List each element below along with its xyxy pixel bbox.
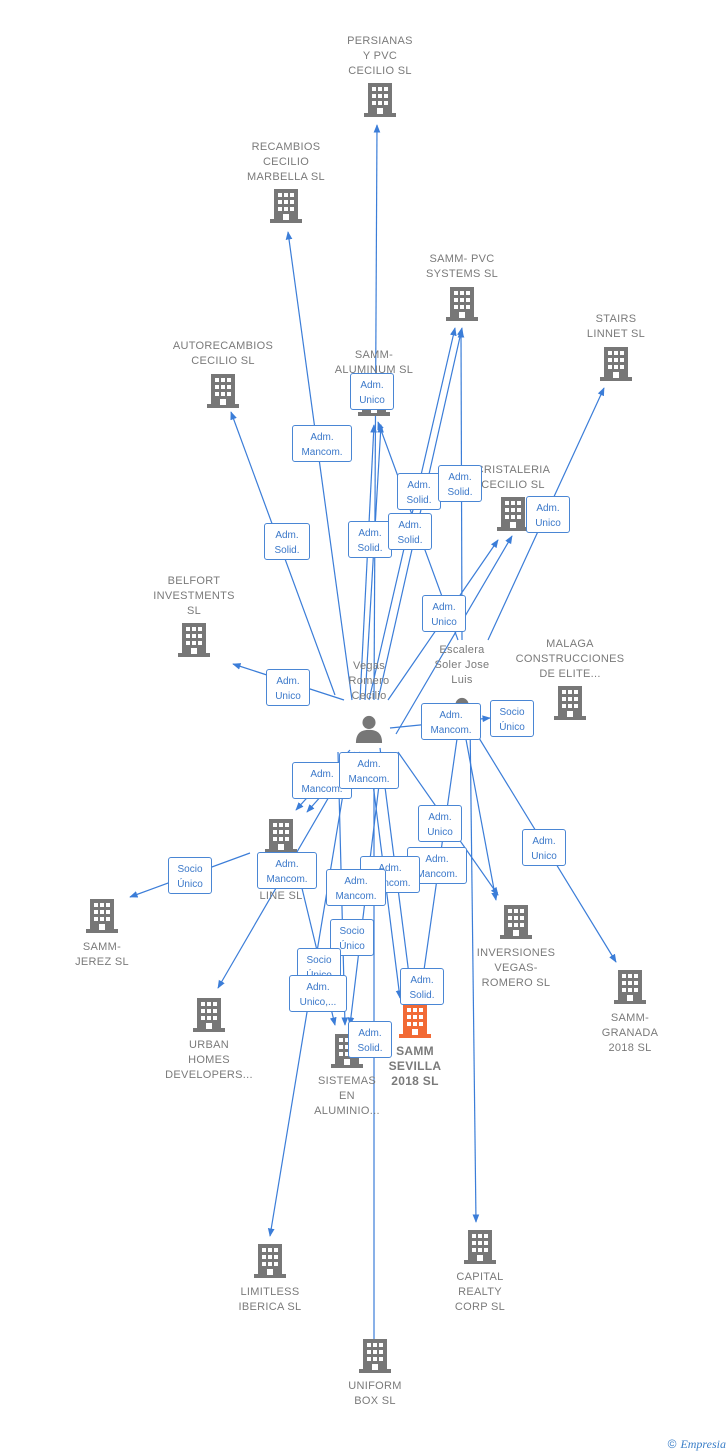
company-label-urban[interactable]: URBAN HOMES DEVELOPERS... (165, 1039, 253, 1081)
edge-role-label[interactable]: Adm. Mancom. (292, 425, 352, 462)
company-label-samm_sevilla[interactable]: SAMM SEVILLA 2018 SL (388, 1044, 442, 1088)
company-label-malaga[interactable]: MALAGA CONSTRUCCIONES DE ELITE... (515, 638, 625, 680)
person-icon[interactable] (355, 715, 383, 743)
company-label-belfort[interactable]: BELFORT INVESTMENTS SL (153, 575, 235, 617)
building-icon[interactable] (497, 497, 529, 531)
building-icon[interactable] (86, 899, 118, 933)
company-label-sistemas[interactable]: SISTEMAS EN ALUMINIO... (314, 1075, 380, 1117)
edge-role-label[interactable]: Adm. Unico (422, 595, 466, 632)
building-icon[interactable] (270, 189, 302, 223)
building-icon[interactable] (464, 1230, 496, 1264)
edge-role-label[interactable]: Adm. Solid. (438, 465, 482, 502)
edge-role-label[interactable]: Socio Único (168, 857, 212, 894)
building-icon[interactable] (359, 1339, 391, 1373)
relation-edge (364, 424, 384, 701)
company-label-autorecambios[interactable]: AUTORECAMBIOS CECILIO SL (172, 340, 274, 367)
edge-role-label[interactable]: Adm. Solid. (348, 521, 392, 558)
person-label-escalera[interactable]: Escalera Soler Jose Luis (434, 644, 490, 686)
copyright-symbol: © (667, 1437, 677, 1451)
company-label-persianas[interactable]: PERSIANAS Y PVC CECILIO SL (347, 35, 413, 77)
building-icon[interactable] (446, 287, 478, 321)
company-label-samm_pvc[interactable]: SAMM- PVC SYSTEMS SL (425, 253, 499, 280)
building-icon[interactable] (614, 970, 646, 1004)
edge-role-label[interactable]: Adm. Unico (418, 805, 462, 842)
company-label-inversiones[interactable]: INVERSIONES VEGAS- ROMERO SL (476, 947, 556, 989)
relation-edge (359, 424, 377, 701)
building-icon[interactable] (554, 686, 586, 720)
edge-role-label[interactable]: Adm. Mancom. (257, 852, 317, 889)
relation-edge (461, 717, 498, 901)
relation-edge (395, 535, 513, 735)
company-label-samm_granada[interactable]: SAMM- GRANADA 2018 SL (601, 1012, 659, 1054)
edge-role-label[interactable]: Adm. Unico (526, 496, 570, 533)
company-label-uniform[interactable]: UNIFORM BOX SL (348, 1380, 402, 1407)
building-icon[interactable] (500, 905, 532, 939)
building-icon[interactable] (207, 374, 239, 408)
person-label-vegas[interactable]: Vegas Romero Cecilio (348, 660, 390, 702)
edge-role-label[interactable]: Adm. Unico (350, 373, 394, 410)
building-icon[interactable] (265, 819, 297, 853)
company-label-cristaleria[interactable]: CRISTALERIA CECILIO SL (475, 464, 551, 491)
edge-role-label[interactable]: Socio Único (490, 700, 534, 737)
building-icon[interactable] (193, 998, 225, 1032)
relation-edge (285, 231, 353, 701)
company-label-samm_jerez[interactable]: SAMM- JEREZ SL (75, 941, 129, 968)
building-icon[interactable] (364, 83, 396, 117)
company-label-stairs[interactable]: STAIRS LINNET SL (586, 313, 646, 340)
edge-role-label[interactable]: Adm. Mancom. (339, 752, 399, 789)
edge-role-label[interactable]: Adm. Unico,... (289, 975, 347, 1012)
edge-role-label[interactable]: Adm. Solid. (400, 968, 444, 1005)
credit[interactable]: ©Empresia (668, 1437, 726, 1452)
edge-role-label[interactable]: Adm. Solid. (348, 1021, 392, 1058)
company-label-limitless[interactable]: LIMITLESS IBERICA SL (238, 1286, 302, 1313)
edge-role-label[interactable]: Adm. Unico (522, 829, 566, 866)
edge-role-label[interactable]: Adm. Solid. (397, 473, 441, 510)
edge-role-label[interactable]: Adm. Mancom. (326, 869, 386, 906)
building-icon[interactable] (600, 347, 632, 381)
relation-edge (469, 717, 480, 1223)
building-icon[interactable] (254, 1244, 286, 1278)
brand-logo: Empresia (680, 1437, 726, 1451)
edge-role-label[interactable]: Adm. Mancom. (421, 703, 481, 740)
edge-role-label[interactable]: Adm. Solid. (264, 523, 310, 560)
edge-role-label[interactable]: Adm. Solid. (388, 513, 432, 550)
edge-role-label[interactable]: Adm. Unico (266, 669, 310, 706)
building-icon[interactable] (178, 623, 210, 657)
building-icon[interactable] (399, 1004, 431, 1038)
company-label-recambios[interactable]: RECAMBIOS CECILIO MARBELLA SL (247, 141, 325, 183)
company-label-capital[interactable]: CAPITAL REALTY CORP SL (454, 1271, 506, 1313)
